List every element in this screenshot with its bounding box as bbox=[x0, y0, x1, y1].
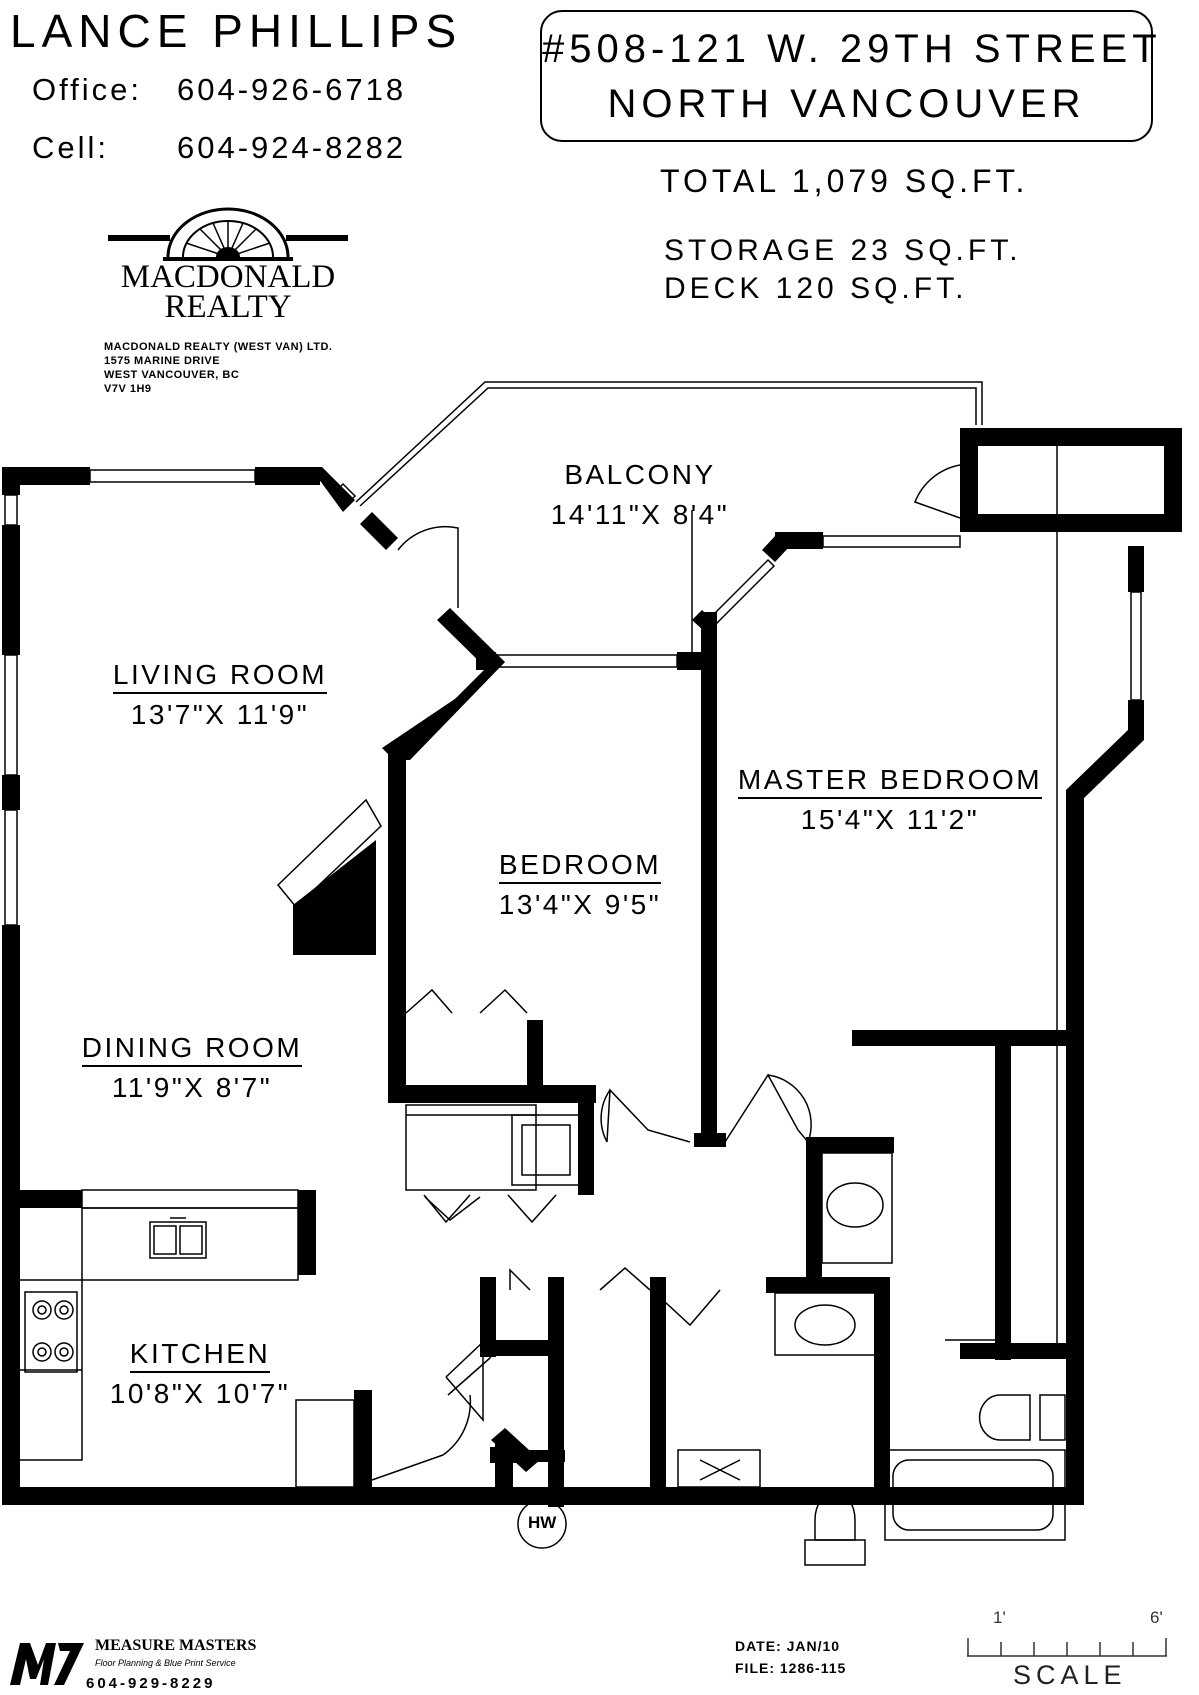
office-contact: Office: 604-926-6718 bbox=[32, 72, 406, 108]
fireplace-hearth bbox=[276, 798, 382, 909]
plan-file: FILE: 1286-115 bbox=[735, 1660, 847, 1676]
logo-line-2: REALTY bbox=[164, 289, 292, 325]
room-dimensions: 13'4"X 9'5" bbox=[498, 889, 662, 920]
address-box: #508-121 W. 29TH STREET NORTH VANCOUVER bbox=[540, 10, 1162, 142]
scale-min-label: 1' bbox=[993, 1608, 1006, 1627]
room-name: BALCONY bbox=[564, 459, 716, 490]
office-line: 1575 MARINE DRIVE bbox=[104, 355, 221, 367]
deck-area: DECK 120 SQ.FT. bbox=[664, 272, 968, 305]
room-living: LIVING ROOM 13'7"X 11'9" bbox=[90, 655, 350, 735]
room-dining: DINING ROOM 11'9"X 8'7" bbox=[62, 1028, 322, 1108]
kitchen-sink bbox=[149, 1217, 207, 1259]
scale-max-label: 6' bbox=[1150, 1608, 1163, 1627]
macdonald-realty-logo bbox=[108, 207, 348, 261]
hot-water-tank bbox=[517, 1499, 567, 1549]
measure-masters-logo bbox=[10, 1643, 84, 1685]
closet-shelves bbox=[405, 446, 1058, 1350]
office-line: WEST VANCOUVER, BC bbox=[104, 369, 240, 381]
room-master-bedroom: MASTER BEDROOM 15'4"X 11'2" bbox=[730, 760, 1050, 840]
room-dimensions: 10'8"X 10'7" bbox=[109, 1378, 291, 1409]
room-dimensions: 11'9"X 8'7" bbox=[111, 1072, 273, 1103]
cell-label: Cell: bbox=[32, 130, 110, 165]
address-line-2: NORTH VANCOUVER bbox=[607, 82, 1086, 126]
cell-phone[interactable]: 604-924-8282 bbox=[177, 130, 407, 165]
balcony-outline bbox=[355, 381, 983, 507]
cell-contact: Cell: 604-924-8282 bbox=[32, 130, 406, 166]
storage-area: STORAGE 23 SQ.FT. bbox=[664, 234, 1022, 267]
room-kitchen: KITCHEN 10'8"X 10'7" bbox=[70, 1334, 330, 1414]
door-swings bbox=[371, 464, 1008, 1481]
logo-wordmark: MACDONALD REALTY bbox=[106, 259, 350, 325]
brokerage-office-address: MACDONALD REALTY (WEST VAN) LTD. 1575 MA… bbox=[104, 340, 332, 396]
hot-water-label: HW bbox=[528, 1513, 557, 1532]
scale-label: SCALE bbox=[1013, 1660, 1127, 1690]
room-name: KITCHEN bbox=[129, 1337, 271, 1373]
office-phone[interactable]: 604-926-6718 bbox=[177, 72, 407, 107]
ensuite-fixtures bbox=[677, 1152, 1066, 1566]
room-dimensions: 15'4"X 11'2" bbox=[800, 804, 980, 835]
stove-burners bbox=[24, 1291, 78, 1373]
scale-bar bbox=[967, 1638, 1167, 1657]
room-name: LIVING ROOM bbox=[112, 658, 328, 694]
office-label: Office: bbox=[32, 72, 143, 107]
plan-date: DATE: JAN/10 bbox=[735, 1638, 841, 1654]
drafter-phone[interactable]: 604-929-8229 bbox=[86, 1675, 216, 1692]
address-line-1: #508-121 W. 29TH STREET bbox=[542, 27, 1162, 71]
window-frames bbox=[4, 469, 1142, 926]
room-balcony: BALCONY 14'11"X 8'4" bbox=[510, 455, 770, 535]
office-line: V7V 1H9 bbox=[104, 383, 152, 395]
agent-name: LANCE PHILLIPS bbox=[10, 5, 463, 57]
drafter-name: MEASURE MASTERS bbox=[95, 1637, 257, 1654]
room-dimensions: 14'11"X 8'4" bbox=[550, 499, 730, 530]
fireplace bbox=[293, 840, 376, 955]
logo-line-1: MACDONALD bbox=[120, 259, 336, 295]
office-line: MACDONALD REALTY (WEST VAN) LTD. bbox=[104, 341, 333, 353]
total-area: TOTAL 1,079 SQ.FT. bbox=[660, 163, 1029, 199]
kitchen-counters bbox=[20, 1189, 355, 1488]
drafter-tagline: Floor Planning & Blue Print Service bbox=[95, 1658, 236, 1668]
room-bedroom: BEDROOM 13'4"X 9'5" bbox=[450, 845, 710, 925]
room-dimensions: 13'7"X 11'9" bbox=[130, 699, 310, 730]
room-name: DINING ROOM bbox=[81, 1031, 303, 1067]
room-name: BEDROOM bbox=[498, 848, 662, 884]
room-name: MASTER BEDROOM bbox=[737, 763, 1043, 799]
